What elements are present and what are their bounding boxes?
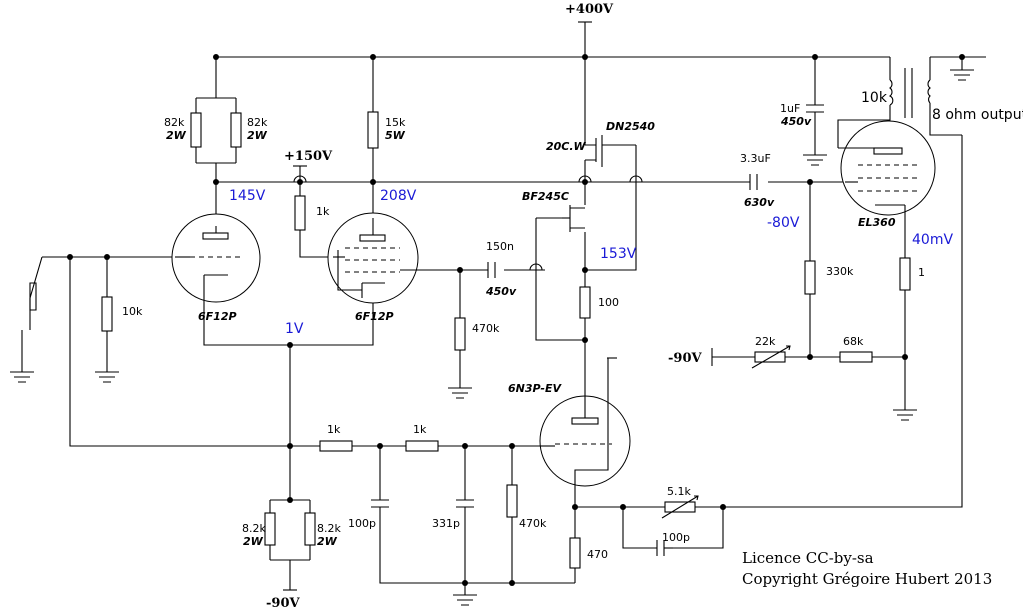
cap-150n (487, 262, 496, 278)
tube-el360 (838, 120, 936, 216)
voltage-145v: 145V (229, 188, 266, 204)
label-c150n-v: 450v (485, 285, 517, 298)
resistor-22k-pot (754, 351, 786, 363)
label-r1k-a: 1k (327, 423, 341, 436)
grounds (10, 69, 974, 606)
label-r10k: 10k (122, 305, 143, 318)
label-bf245c: BF245C (522, 190, 569, 203)
resistor-470k-grid (454, 317, 466, 351)
mosfet-dn2540 (585, 135, 636, 167)
label-r82k-b-w: 2W (247, 129, 268, 142)
resistor-470 (569, 537, 581, 569)
label-400v: +400V (565, 2, 614, 17)
label-tube-el360: EL360 (858, 216, 896, 229)
label-tube-v3: 6N3P-EV (508, 382, 562, 395)
wire-crossovers (293, 175, 643, 271)
resistor-8k2-a (264, 512, 276, 546)
voltage-1v: 1V (285, 321, 304, 337)
label-r1: 1 (918, 266, 925, 279)
label-c150n: 150n (486, 240, 514, 253)
resistor-82k-b (230, 112, 242, 148)
resistor-1-cathode (899, 257, 911, 291)
resistor-100 (579, 286, 591, 319)
label-r1k-b: 1k (413, 423, 427, 436)
label-primary: 10k (861, 90, 888, 106)
labels: +400V +150V -90V -90V 6F12P 6F12P 6N3P-E… (122, 2, 1023, 609)
resistor-15k (367, 111, 379, 149)
voltage-208v: 208V (380, 188, 417, 204)
label-neg90-left: -90V (668, 351, 702, 366)
label-r8k2-b: 8.2k (317, 522, 341, 535)
label-r82k-a-w: 2W (166, 129, 187, 142)
resistor-8k2-b (304, 512, 316, 546)
label-r470k-grid: 470k (472, 322, 500, 335)
label-r100: 100 (598, 296, 619, 309)
label-r470: 470 (587, 548, 608, 561)
label-r68k: 68k (843, 335, 864, 348)
resistor-10k (101, 296, 113, 332)
license-line-2: Copyright Grégoire Hubert 2013 (742, 570, 992, 588)
label-r82k-b: 82k (247, 116, 268, 129)
wires (21, 22, 986, 595)
tube-v1 (171, 213, 261, 303)
label-r330k: 330k (826, 265, 854, 278)
label-20cw: 20C.W (546, 140, 587, 153)
capacitors (371, 104, 824, 556)
label-c100p-a: 100p (348, 517, 376, 530)
resistor-330k (804, 260, 816, 295)
label-tube-v1: 6F12P (198, 310, 237, 323)
label-r8k2-b-w: 2W (317, 535, 338, 548)
label-r8k2-a: 8.2k (242, 522, 266, 535)
label-r470k-fb: 470k (519, 517, 547, 530)
tube-v3 (539, 358, 631, 487)
label-c331p: 331p (432, 517, 460, 530)
cap-331p (456, 499, 474, 508)
junctions (67, 54, 965, 586)
label-r15k: 15k (385, 116, 406, 129)
jfet-bf245c (562, 205, 585, 232)
label-r82k-a: 82k (164, 116, 185, 129)
label-r8k2-a-w: 2W (243, 535, 264, 548)
label-secondary: 8 ohm output (932, 107, 1023, 123)
label-c33u: 3.3uF (740, 152, 771, 165)
label-150v: +150V (284, 149, 333, 164)
resistor-1k-b (405, 440, 439, 452)
label-c33u-v: 630v (744, 196, 775, 209)
label-tube-v2: 6F12P (355, 310, 394, 323)
label-r15k-w: 5W (385, 129, 406, 142)
resistor-82k-a (190, 112, 202, 148)
resistor-470k-fb (506, 484, 518, 518)
tube-v2 (327, 212, 419, 304)
license-line-1: Licence CC-by-sa (742, 549, 874, 567)
voltage-153v: 153V (600, 246, 637, 262)
cap-1u (806, 104, 824, 113)
label-neg90-bottom: -90V (266, 596, 300, 609)
label-c1u: 1uF (780, 102, 800, 115)
label-r1k-g2: 1k (316, 205, 330, 218)
label-dn2540: DN2540 (606, 120, 655, 133)
voltage-neg80v: -80V (767, 215, 800, 231)
rail-symbols (283, 21, 713, 591)
resistor-5k1-pot (664, 501, 696, 513)
label-r22k: 22k (755, 335, 776, 348)
resistors (101, 111, 911, 569)
cap-100p-a (371, 499, 389, 508)
label-r5k1: 5.1k (667, 485, 691, 498)
resistor-1k-a (319, 440, 353, 452)
resistor-1k-g2 (294, 195, 306, 231)
output-transformer (888, 68, 931, 118)
label-c1u-v: 450v (780, 115, 812, 128)
cap-3-3u (749, 174, 758, 190)
resistor-68k (839, 351, 873, 363)
label-c100p-b: 100p (662, 531, 690, 544)
voltage-40mv: 40mV (912, 232, 953, 248)
